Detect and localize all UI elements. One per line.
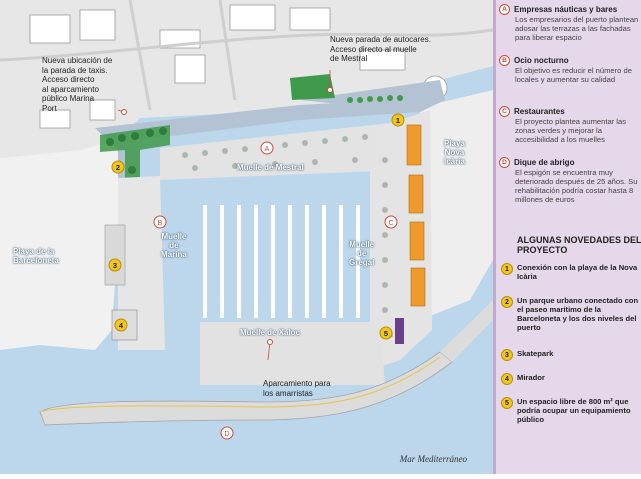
section-c-text: El proyecto plantea aumentar las zonas v… [515, 117, 627, 144]
nova-icaria-land [420, 90, 493, 320]
label-bus: Nueva parada de autocares. Acceso direct… [330, 35, 431, 63]
marker-letter-c: C [384, 215, 398, 229]
marina-building [104, 224, 126, 286]
section-a: A Empresas náuticas y bares Los empresari… [499, 4, 641, 42]
promenade-east [300, 80, 445, 112]
svg-text:2: 2 [116, 163, 120, 172]
port-map: A B C D 1 2 3 4 5 Nueva ubicación de la … [0, 0, 494, 474]
letter-d-icon: D [499, 157, 510, 168]
marker-number-4: 4 [114, 318, 128, 332]
marker-letter-b: B [153, 215, 167, 229]
barceloneta-land [0, 140, 120, 350]
svg-text:3: 3 [113, 261, 117, 270]
novelty-5: 5 Un espacio libre de 800 m² que podría o… [501, 397, 641, 424]
letter-markers: A B C D [153, 141, 398, 440]
tree-row-north [347, 95, 403, 103]
letter-c-icon: C [499, 106, 510, 117]
berths [203, 205, 360, 318]
svg-text:1: 1 [396, 116, 400, 125]
svg-text:D: D [224, 431, 229, 438]
section-b-text: El objetivo es reducir el número de loca… [515, 66, 632, 84]
section-c: C Restaurantes El proyecto plantea aument… [499, 106, 641, 144]
section-b-title: Ocio nocturno [514, 56, 569, 65]
section-d: D Dique de abrigo El espigón se encuentra… [499, 157, 641, 204]
label-muelle-gregal: Muelle de Gregal [349, 240, 375, 267]
city-land [0, 0, 493, 158]
label-muelle-marina: Muelle de Marina [161, 232, 187, 259]
label-muelle-xaloc: Muelle de Xaloc [240, 328, 301, 337]
novelty-4: 4 Mirador [501, 373, 641, 385]
number-markers: 1 2 3 4 5 [108, 113, 405, 340]
marker-letter-d: D [220, 426, 234, 440]
label-playa-nova-icaria: Playa Nova Icària [444, 139, 465, 166]
city-blocks [29, 4, 448, 129]
marker-number-1: 1 [391, 113, 405, 127]
novelty-3: 3 Skatepark [501, 349, 641, 361]
letter-b-icon: B [499, 55, 510, 66]
section-a-title: Empresas náuticas y bares [514, 5, 618, 14]
section-d-text: El espigón se encuentra muy deteriorado … [515, 168, 638, 204]
dique-edge [39, 356, 441, 413]
novelty-1-text: Conexión con la playa de la Nova Icària [517, 263, 638, 281]
novelty-1: 1 Conexión con la playa de la Nova Icària [501, 263, 641, 281]
section-d-title: Dique de abrigo [514, 158, 575, 167]
novelty-2: 2 Un parque urbano conectado con el paseo… [501, 296, 641, 332]
map-drawing: A B C D 1 2 3 4 5 [0, 0, 494, 474]
number-4-icon: 4 [501, 373, 513, 385]
svg-text:B: B [158, 220, 163, 227]
marker-number-3: 3 [108, 258, 122, 272]
label-muelle-mestral: Muelle de Mestral [237, 163, 304, 172]
section-a-text: Los empresarios del puerto plantean ados… [515, 15, 639, 42]
pointer-dot-parking [267, 339, 273, 345]
number-1-icon: 1 [501, 263, 513, 275]
green-area-north [290, 74, 335, 100]
label-sea: Mar Mediterráneo [399, 454, 467, 464]
novelty-2-text: Un parque urbano conectado con el paseo … [517, 296, 639, 332]
label-parking: Aparcamiento para los amarristas [263, 379, 331, 398]
svg-text:4: 4 [119, 321, 124, 330]
number-3-icon: 3 [501, 349, 513, 361]
novelty-4-text: Mirador [517, 373, 545, 382]
muelle-xaloc [200, 322, 385, 385]
svg-text:5: 5 [384, 329, 388, 338]
svg-text:A: A [265, 146, 270, 153]
label-taxi: Nueva ubicación de la parada de taxis. A… [42, 56, 113, 113]
free-space-block [395, 318, 404, 344]
novelty-3-text: Skatepark [517, 349, 554, 358]
pointer-dot-bus [327, 87, 333, 93]
svg-text:C: C [388, 220, 393, 227]
gregal-buildings [406, 124, 426, 307]
section-c-title: Restaurantes [514, 107, 565, 116]
pointer-dot-taxi [121, 109, 127, 115]
novelty-5-text: Un espacio libre de 800 m² que podría oc… [517, 397, 631, 424]
number-2-icon: 2 [501, 296, 513, 308]
east-shore [440, 300, 493, 362]
number-5-icon: 5 [501, 397, 513, 409]
section-b: B Ocio nocturno El objetivo es reducir el… [499, 55, 641, 84]
label-playa-barceloneta: Playa de la Barceloneta [13, 247, 59, 265]
letter-a-icon: A [499, 4, 510, 15]
city-roads [0, 0, 494, 111]
marker-number-5: 5 [379, 326, 393, 340]
marker-number-2: 2 [111, 160, 125, 174]
marker-letter-a: A [260, 141, 274, 155]
dique-de-abrigo [39, 351, 453, 426]
novelties-title: ALGUNAS NOVEDADES DEL PROYECTO [517, 235, 641, 255]
legend-panel: A Empresas náuticas y bares Los empresari… [493, 0, 641, 474]
muelle-marina [118, 176, 165, 350]
